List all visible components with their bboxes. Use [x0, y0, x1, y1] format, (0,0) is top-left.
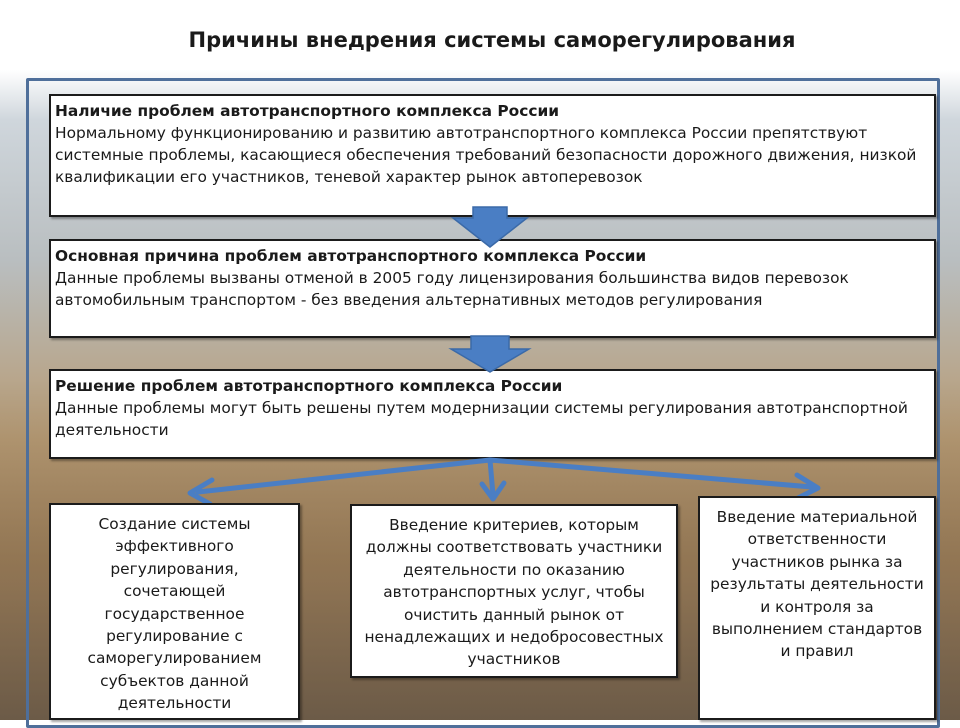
arrowhead-right: [794, 472, 821, 501]
box-leaf-center: Введение критериев, которым должны соотв…: [350, 504, 678, 678]
page-title: Причины внедрения системы саморегулирова…: [188, 28, 796, 52]
arrowhead-left: [187, 477, 215, 507]
box-cause-body: Данные проблемы вызваны отменой в 2005 г…: [55, 269, 849, 309]
down-block-arrow-2: [448, 335, 532, 373]
branch-line-left: [195, 457, 493, 495]
watermark-text: MyShared: [764, 660, 868, 684]
box-leaf-right-text: Введение материальной ответственности уч…: [710, 508, 924, 661]
branch-line-center: [487, 457, 496, 498]
box-leaf-left-text: Создание системы эффективного регулирова…: [87, 515, 262, 713]
box-leaf-right: Введение материальной ответственности уч…: [698, 496, 936, 720]
box-problems-heading: Наличие проблем автотранспортного компле…: [55, 102, 560, 120]
box-leaf-left: Создание системы эффективного регулирова…: [49, 503, 300, 720]
box-leaf-center-text: Введение критериев, которым должны соотв…: [364, 516, 664, 669]
box-solution-body: Данные проблемы могут быть решены путем …: [55, 399, 908, 439]
box-solution: Решение проблем автотранспортного компле…: [49, 369, 936, 459]
box-solution-heading: Решение проблем автотранспортного компле…: [55, 377, 563, 395]
down-block-arrow-1: [450, 206, 530, 248]
branch-line-right: [487, 457, 815, 490]
arrowhead-center: [479, 480, 507, 502]
box-cause-heading: Основная причина проблем автотранспортно…: [55, 247, 647, 265]
box-problems-body: Нормальному функционированию и развитию …: [55, 124, 917, 186]
box-cause: Основная причина проблем автотранспортно…: [49, 239, 936, 338]
